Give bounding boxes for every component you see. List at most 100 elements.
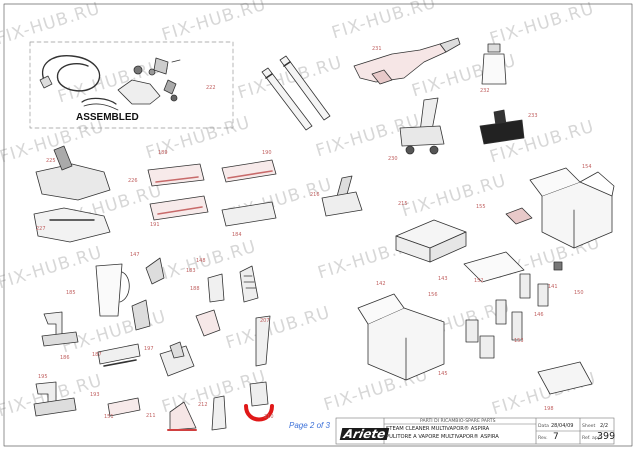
part-callout: 197 xyxy=(144,346,154,352)
floor-tool-189 xyxy=(35,163,111,201)
nozzle-wheel-right xyxy=(429,145,439,155)
brush-188-bristle xyxy=(239,265,259,303)
triangle-brush-212 xyxy=(169,401,197,431)
part-callout: 195 xyxy=(38,374,48,380)
brush-188 xyxy=(207,273,225,303)
handle-part-d xyxy=(153,57,169,75)
part-callout: 198 xyxy=(544,406,554,412)
part-callout: 227 xyxy=(36,226,46,232)
part-callout: 142 xyxy=(376,281,386,287)
part-callout: 188 xyxy=(190,286,200,292)
big-box-156-flap-2 xyxy=(579,171,615,197)
bottle-body xyxy=(481,53,507,85)
handle-part-e xyxy=(163,79,177,95)
floor-tool-189-neck xyxy=(53,145,73,171)
part-callout: 184 xyxy=(232,232,242,238)
upholstery-tool xyxy=(479,109,525,145)
part-callout: 187 xyxy=(92,352,102,358)
insert-147 xyxy=(519,273,531,299)
red-brush-bristle xyxy=(244,404,274,422)
box-152-flap xyxy=(357,293,405,325)
part-callout: 231 xyxy=(372,46,382,52)
ref-value: 399 xyxy=(597,431,616,442)
part-callout: 193 xyxy=(90,392,100,398)
hose-end xyxy=(39,75,53,89)
tube-1-ring xyxy=(265,73,273,79)
packaging xyxy=(357,167,615,395)
part-callout: 153 xyxy=(514,338,524,344)
handle-assembly xyxy=(117,79,161,105)
carton-155-front xyxy=(429,231,467,263)
part-callout: 212 xyxy=(198,402,208,408)
jug-handle xyxy=(119,271,130,303)
hose-coil xyxy=(41,55,101,92)
brand-logo: Ariete xyxy=(339,427,390,441)
insert-141 xyxy=(479,335,495,359)
date-label: Data xyxy=(538,424,549,429)
handle-screw xyxy=(171,59,181,63)
wide-tool-198-neck xyxy=(169,341,185,359)
small-floor-nozzle xyxy=(321,175,363,217)
part-callout: 189 xyxy=(158,150,168,156)
part-callout: 148 xyxy=(196,258,206,264)
steam-handle-grip xyxy=(371,69,393,85)
small-nozzle-head xyxy=(321,191,363,217)
floor-brush-nozzle xyxy=(399,97,445,155)
part-callout: 222 xyxy=(206,85,216,91)
extension-tubes xyxy=(261,55,331,131)
part-callout: 186 xyxy=(60,355,70,361)
brush-215 xyxy=(221,201,277,227)
part-callout: 141 xyxy=(548,284,558,290)
brush-184-strip xyxy=(227,170,273,179)
title-block-header: PARTI DI RICAMBIO-SPARE PARTS xyxy=(420,419,496,424)
part-callout: 147 xyxy=(130,252,140,258)
brush-216 xyxy=(149,195,209,221)
handle-part-b xyxy=(148,68,156,76)
insert-148 xyxy=(537,283,549,307)
part-callout: 190 xyxy=(262,150,272,156)
assembled-label: ASSEMBLED xyxy=(76,112,139,123)
bristle-195 xyxy=(103,359,137,367)
insert-146 xyxy=(511,311,523,341)
part-callout: 152 xyxy=(474,278,484,284)
page-indicator: Page 2 of 3 xyxy=(289,421,330,430)
sheet-label: Sheet xyxy=(582,424,596,429)
part-callout: 225 xyxy=(46,158,56,164)
jug-183 xyxy=(95,263,123,317)
red-brush-body xyxy=(249,381,269,407)
sheet-143 xyxy=(463,251,525,283)
part-callout: 216 xyxy=(310,192,320,198)
cone-207 xyxy=(131,299,151,331)
title-block-line1: STEAM CLEANER MULTIVAPOR® ASPIRA xyxy=(386,426,490,432)
insert-145 xyxy=(495,299,507,325)
assembled-frame xyxy=(29,41,234,129)
round-brush-187 xyxy=(195,309,221,337)
accessories xyxy=(33,257,274,431)
sheet-value: 2/2 xyxy=(600,423,609,429)
brush-216-strip xyxy=(157,206,203,215)
part-callout: 215 xyxy=(398,201,408,207)
assembled-hose-group xyxy=(29,41,234,129)
part-callout: 210 xyxy=(264,414,274,420)
part-callout: 211 xyxy=(146,413,156,419)
bristle-lines xyxy=(243,275,257,289)
part-callout: 226 xyxy=(128,178,138,184)
date-value: 28/04/09 xyxy=(551,423,574,429)
handle-part-f xyxy=(170,94,178,102)
label-150 xyxy=(537,361,593,395)
brush-191-strip xyxy=(155,176,199,183)
big-box-156-flap xyxy=(529,167,581,197)
part-callout: 191 xyxy=(150,222,160,228)
nozzle-wheel-left xyxy=(405,145,415,155)
card-142 xyxy=(505,207,533,225)
rev-value: 7 xyxy=(553,432,559,442)
nozzle-185 xyxy=(145,257,165,285)
upholstery-head xyxy=(479,119,525,145)
nozzle-head xyxy=(399,125,445,147)
window-brushes xyxy=(147,159,277,227)
brush-211 xyxy=(107,397,141,417)
tube-2 xyxy=(279,55,331,121)
title-block-line2: PULITORE A VAPORE MULTIVAPOR® ASPIRA xyxy=(386,434,499,440)
